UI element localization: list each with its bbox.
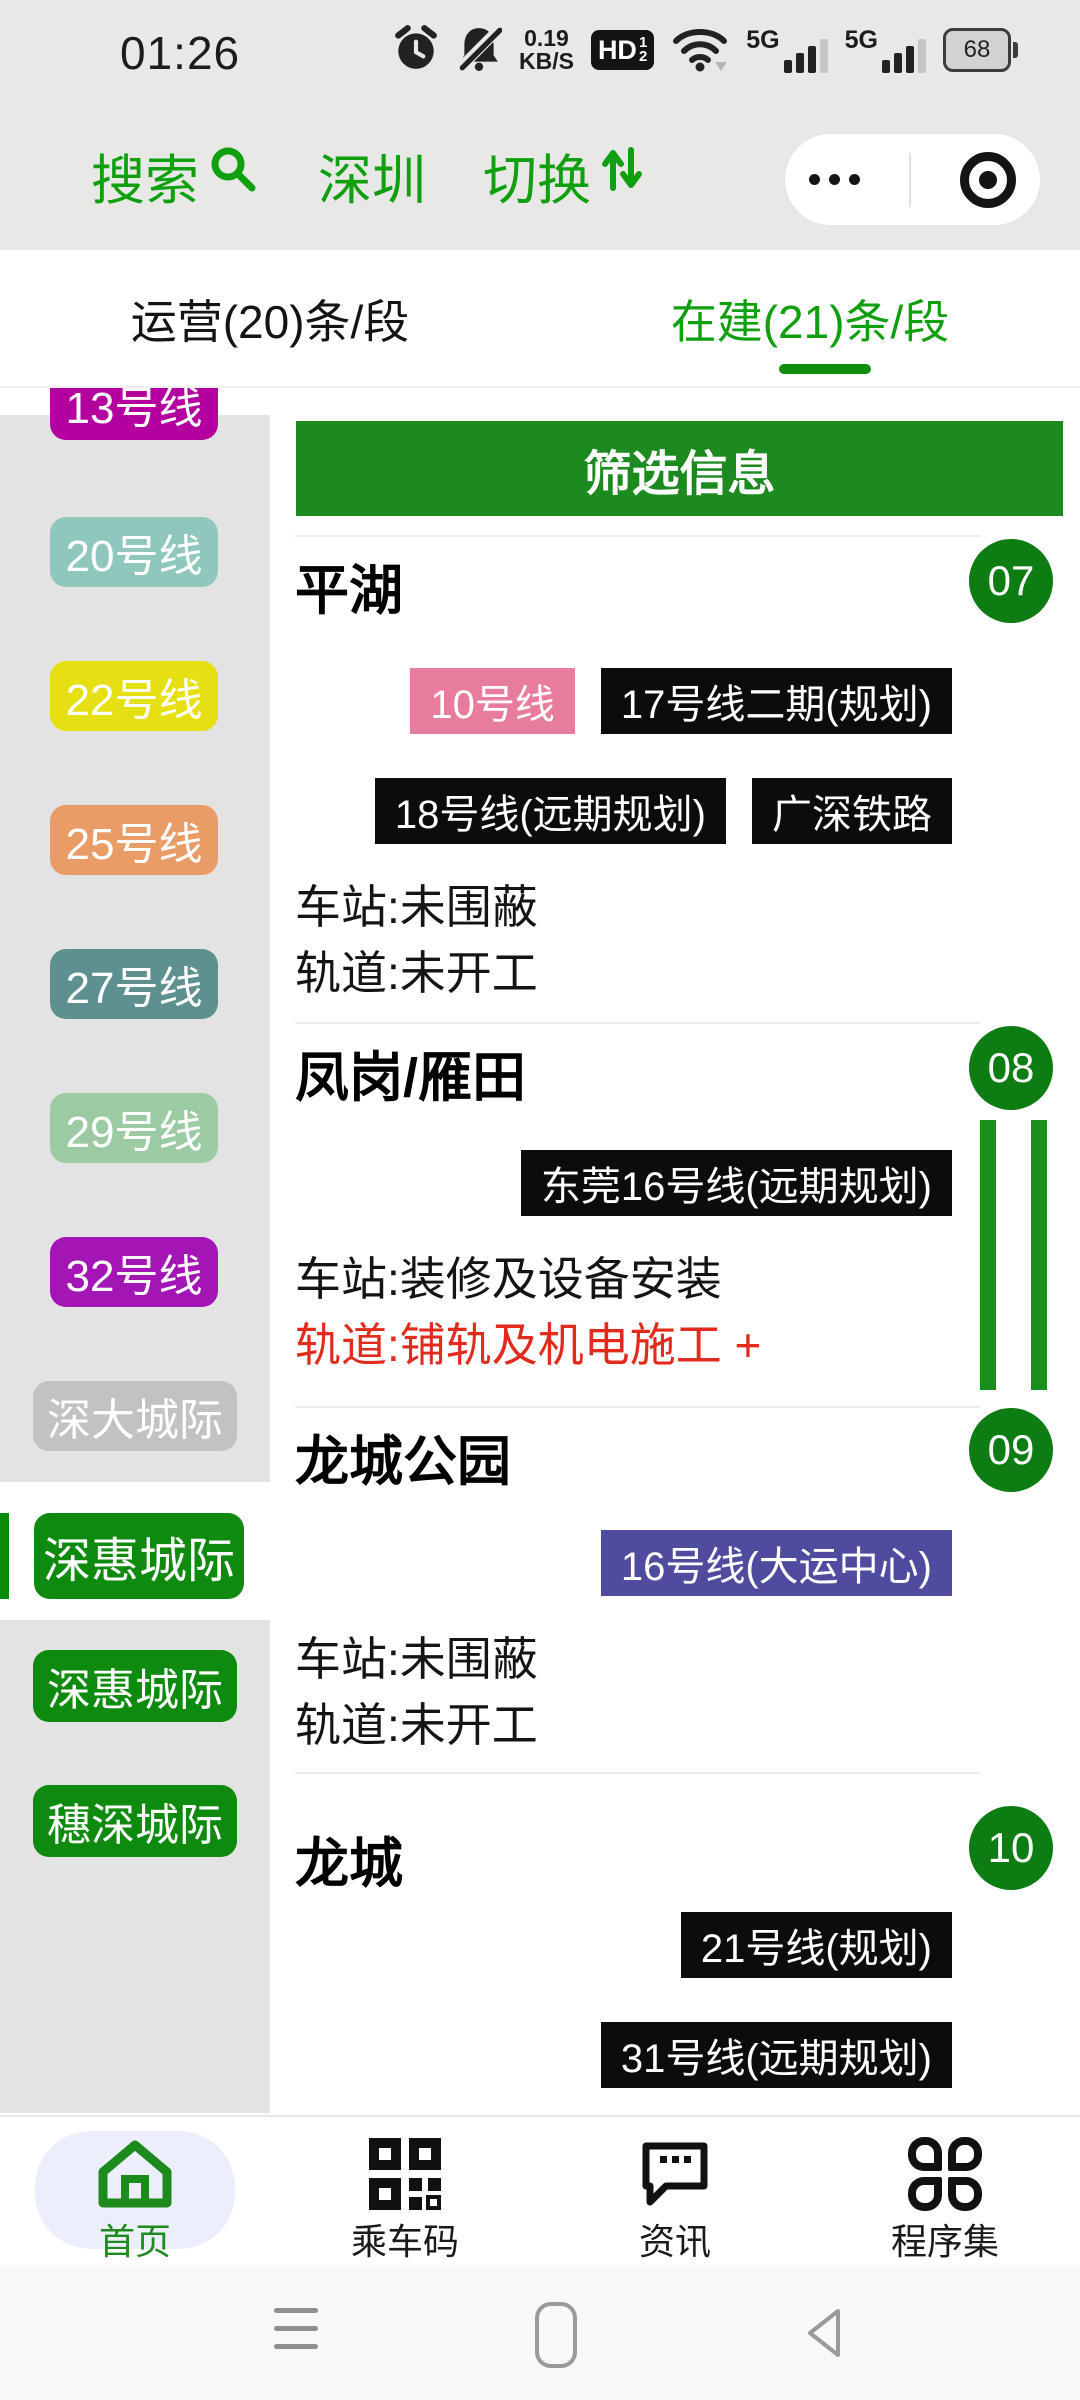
line-badge: 16号线(大运中心)	[600, 1530, 952, 1596]
network-speed-unit: KB/S	[518, 48, 574, 74]
sidebar-line-badge[interactable]: 32号线	[50, 1237, 218, 1307]
sidebar-line-badge[interactable]: 深大城际	[33, 1381, 237, 1451]
station-name: 龙城公园	[295, 1432, 511, 1492]
progress-bar	[1031, 1120, 1047, 1390]
miniprogram-capsule	[783, 132, 1042, 227]
station-status-line: 车站:未围蔽	[295, 881, 538, 933]
tabbar-item-home[interactable]: 首页	[0, 2117, 270, 2265]
progress-bar	[980, 1120, 996, 1390]
home-icon	[97, 2139, 173, 2209]
station-status-line: 车站:装修及设备安装	[295, 1253, 722, 1305]
station-number-badge: 07	[969, 539, 1053, 623]
line-badge-row: 31号线(远期规划)	[270, 2022, 1080, 2088]
sidebar-line-badge[interactable]: 27号线	[50, 949, 218, 1019]
battery-icon: 68	[943, 28, 1018, 72]
station-name: 凤岗/雁田	[295, 1048, 527, 1108]
qr-code-icon	[367, 2138, 443, 2210]
status-icons: 0.19 KB/S HD 1 2 5G	[393, 0, 1018, 100]
sidebar-line-badge[interactable]: 深惠城际	[34, 1513, 244, 1599]
menu-nav-button[interactable]	[274, 2308, 318, 2349]
cellular-signal-sim2: 5G	[845, 26, 926, 73]
home-nav-button[interactable]	[535, 2302, 577, 2368]
station-status-line: 轨道:铺轨及机电施工 +	[295, 1319, 762, 1371]
tabbar-label: 首页	[98, 2221, 171, 2262]
station-number-badge: 10	[969, 1806, 1053, 1890]
battery-percent: 68	[943, 28, 1011, 72]
station-name: 龙城	[295, 1834, 403, 1894]
station-block: 龙城 10 21号线(规划) 31号线(远期规划)	[270, 1772, 1080, 2115]
filter-info-button[interactable]: 筛选信息	[296, 421, 1063, 516]
back-nav-button[interactable]	[800, 2305, 846, 2366]
sidebar-line-badge[interactable]: 穗深城际	[33, 1785, 237, 1857]
switch-label: 切换	[483, 150, 591, 211]
sidebar-line-badge[interactable]: 13号线	[50, 388, 218, 440]
sidebar-line-badge[interactable]: 25号线	[50, 805, 218, 875]
active-tab-underline	[779, 364, 871, 374]
station-block: 平湖 07 10号线 17号线二期(规划) 18号线(远期规划) 广深铁路车站:未围蔽轨道…	[270, 535, 1080, 1022]
tabbar-item-ride-code[interactable]: 乘车码	[270, 2117, 540, 2265]
line-badge: 17号线二期(规划)	[600, 668, 952, 734]
app-header: 搜索 深圳 切换	[0, 100, 1080, 250]
up-down-arrows-icon	[599, 144, 645, 207]
switch-city-button[interactable]: 切换	[483, 100, 645, 250]
top-zone: 01:26 0.19 KB/S	[0, 0, 1080, 250]
line-badge: 18号线(远期规划)	[374, 778, 726, 844]
station-status-line: 轨道:未开工	[295, 1699, 538, 1751]
line-badge: 东莞16号线(远期规划)	[520, 1150, 952, 1216]
more-options-button[interactable]	[809, 174, 861, 185]
line-badge-row: 21号线(规划)	[270, 1912, 1080, 1978]
tabbar-item-news[interactable]: 资讯	[540, 2117, 810, 2265]
search-label: 搜索	[91, 150, 199, 211]
network-speed-value: 0.19	[524, 25, 569, 51]
search-button[interactable]: 搜索	[91, 100, 259, 250]
network-speed: 0.19 KB/S	[519, 27, 574, 73]
line-badge: 31号线(远期规划)	[600, 2022, 952, 2088]
status-bar: 01:26 0.19 KB/S	[0, 0, 1080, 100]
apps-grid-icon	[908, 2137, 982, 2211]
tabbar-label: 资讯	[638, 2221, 711, 2262]
sidebar-line-badge[interactable]: 22号线	[50, 661, 218, 731]
line-badge: 21号线(规划)	[680, 1912, 952, 1978]
station-list: 筛选信息 平湖 07 10号线 17号线二期(规划) 18号线(远期规划) 广深铁路车站:…	[270, 388, 1080, 2115]
station-number-badge: 09	[969, 1408, 1053, 1492]
sidebar-line-badge[interactable]: 20号线	[50, 517, 218, 587]
current-city[interactable]: 深圳	[318, 100, 426, 250]
sidebar-selected-indicator	[0, 1513, 9, 1599]
station-block: 凤岗/雁田 08 东莞16号线(远期规划) 车站:装修及设备安装轨道:铺轨及机电施工 …	[270, 1022, 1080, 1406]
hd-volte-icon: HD 1 2	[590, 30, 655, 70]
clock: 01:26	[120, 27, 241, 79]
station-status-line: 轨道:未开工	[295, 947, 538, 999]
line-badge: 广深铁路	[752, 778, 952, 844]
notifications-muted-icon	[456, 24, 503, 77]
station-status-line: 车站:未围蔽	[295, 1633, 538, 1685]
line-badge-row: 10号线 17号线二期(规划)	[270, 668, 1080, 734]
bottom-tab-bar: 首页 乘车码	[0, 2115, 1080, 2265]
tab-under-construction-lines[interactable]: 在建(21)条/段	[670, 296, 950, 348]
station-name: 平湖	[295, 561, 403, 621]
city-label: 深圳	[318, 150, 426, 211]
station-number-badge: 08	[969, 1026, 1053, 1110]
line-badge: 10号线	[410, 668, 575, 734]
close-miniprogram-button[interactable]	[959, 151, 1016, 208]
cellular-signal-sim1: 5G	[746, 26, 828, 73]
segment-tabs: 运营(20)条/段 在建(21)条/段	[0, 250, 1080, 388]
line-badge-row: 18号线(远期规划) 广深铁路	[270, 778, 1080, 844]
wifi-icon	[671, 24, 729, 77]
tab-operating-lines[interactable]: 运营(20)条/段	[130, 296, 410, 348]
alarm-icon	[393, 24, 439, 77]
chat-bubble-icon	[636, 2139, 714, 2209]
android-nav-bar	[0, 2265, 1080, 2400]
tabbar-label: 程序集	[890, 2221, 999, 2262]
capsule-divider	[908, 152, 911, 207]
search-icon	[207, 143, 259, 208]
sidebar-line-badge[interactable]: 29号线	[50, 1093, 218, 1163]
sidebar-line-badge[interactable]: 深惠城际	[33, 1650, 237, 1722]
line-badge-row: 16号线(大运中心)	[270, 1530, 1080, 1596]
line-badge-row: 东莞16号线(远期规划)	[270, 1150, 1080, 1216]
tabbar-label: 乘车码	[350, 2221, 459, 2262]
station-block: 龙城公园 09 16号线(大运中心) 车站:未围蔽轨道:未开工	[270, 1406, 1080, 1772]
tabbar-item-programs[interactable]: 程序集	[810, 2117, 1080, 2265]
